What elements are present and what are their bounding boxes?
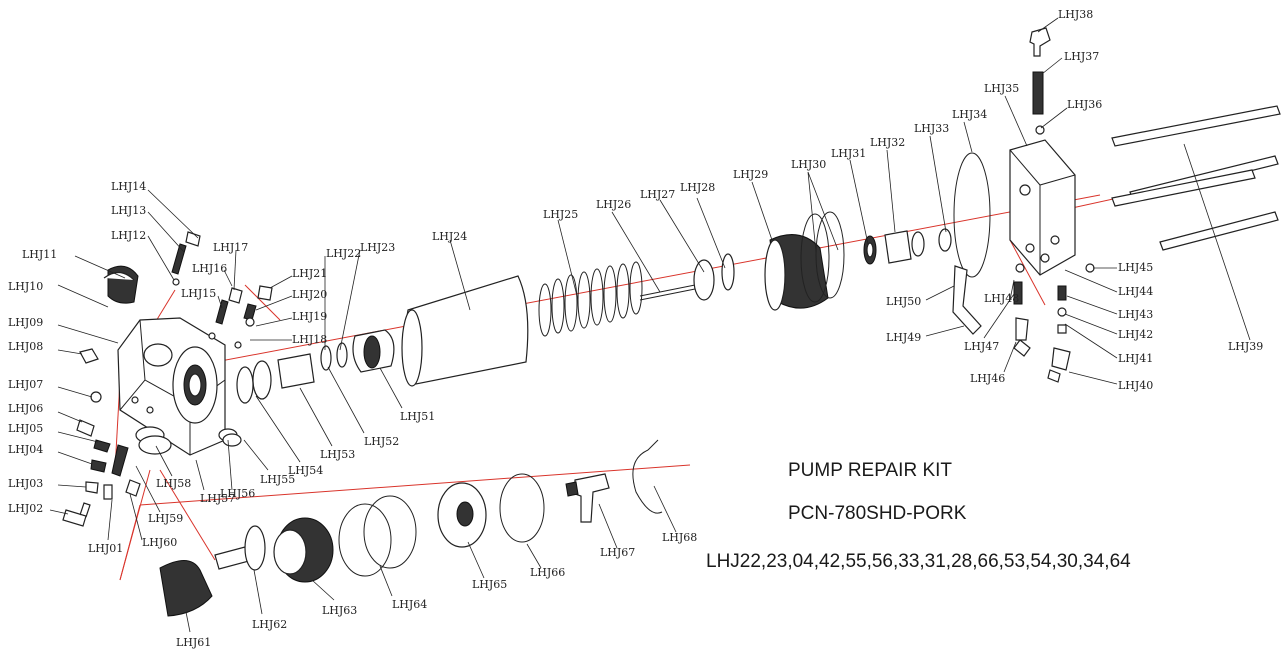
label-lhj48: LHJ48	[984, 292, 1019, 305]
label-lhj11: LHJ11	[22, 248, 57, 261]
label-lhj52: LHJ52	[364, 435, 399, 448]
label-lhj65: LHJ65	[472, 578, 507, 591]
label-lhj37: LHJ37	[1064, 50, 1099, 63]
label-lhj22: LHJ22	[326, 247, 361, 260]
label-lhj27: LHJ27	[640, 188, 675, 201]
kit-model-number: PCN-780SHD-PORK	[788, 503, 967, 524]
label-lhj46: LHJ46	[970, 372, 1005, 385]
lower-assembly	[159, 439, 663, 617]
label-lhj12: LHJ12	[111, 229, 146, 242]
label-lhj10: LHJ10	[8, 280, 43, 293]
label-lhj53: LHJ53	[320, 448, 355, 461]
label-lhj33: LHJ33	[914, 122, 949, 135]
label-lhj01: LHJ01	[88, 542, 123, 555]
label-lhj68: LHJ68	[662, 531, 697, 544]
label-lhj44: LHJ44	[1118, 285, 1153, 298]
label-lhj07: LHJ07	[8, 378, 43, 391]
pump-manifold-block	[117, 317, 226, 456]
assembly-axes	[114, 167, 1256, 581]
label-lhj55: LHJ55	[260, 473, 295, 486]
label-lhj39: LHJ39	[1228, 340, 1263, 353]
label-lhj49: LHJ49	[886, 331, 921, 344]
label-lhj66: LHJ66	[530, 566, 565, 579]
label-lhj40: LHJ40	[1118, 379, 1153, 392]
tie-rods	[1111, 105, 1281, 251]
label-lhj21: LHJ21	[292, 267, 327, 280]
label-lhj02: LHJ02	[8, 502, 43, 515]
left-fittings	[62, 231, 273, 527]
label-lhj57: LHJ57	[200, 492, 235, 505]
label-lhj50: LHJ50	[886, 295, 921, 308]
label-lhj06: LHJ06	[8, 402, 43, 415]
label-lhj35: LHJ35	[984, 82, 1019, 95]
label-lhj63: LHJ63	[322, 604, 357, 617]
label-lhj59: LHJ59	[148, 512, 183, 525]
label-lhj16: LHJ16	[192, 262, 227, 275]
label-lhj61: LHJ61	[176, 636, 211, 649]
label-lhj67: LHJ67	[600, 546, 635, 559]
leader-lines	[49, 17, 1251, 633]
label-lhj56: LHJ56	[220, 487, 255, 500]
label-lhj32: LHJ32	[870, 136, 905, 149]
label-lhj05: LHJ05	[8, 422, 43, 435]
label-lhj54: LHJ54	[288, 464, 323, 477]
label-lhj19: LHJ19	[292, 310, 327, 323]
label-lhj30: LHJ30	[791, 158, 826, 171]
cylinder-group	[236, 275, 529, 404]
label-lhj31: LHJ31	[831, 147, 866, 160]
label-lhj03: LHJ03	[8, 477, 43, 490]
label-lhj51: LHJ51	[400, 410, 435, 423]
label-lhj28: LHJ28	[680, 181, 715, 194]
label-lhj04: LHJ04	[8, 443, 43, 456]
label-lhj43: LHJ43	[1118, 308, 1153, 321]
label-lhj60: LHJ60	[142, 536, 177, 549]
pump-end-block	[952, 27, 1095, 383]
label-lhj24: LHJ24	[432, 230, 467, 243]
label-lhj29: LHJ29	[733, 168, 768, 181]
label-lhj09: LHJ09	[8, 316, 43, 329]
label-lhj62: LHJ62	[252, 618, 287, 631]
label-lhj20: LHJ20	[292, 288, 327, 301]
spring-and-rod	[538, 152, 991, 337]
label-lhj58: LHJ58	[156, 477, 191, 490]
label-lhj42: LHJ42	[1118, 328, 1153, 341]
label-lhj18: LHJ18	[292, 333, 327, 346]
label-lhj34: LHJ34	[952, 108, 987, 121]
label-lhj47: LHJ47	[964, 340, 999, 353]
label-lhj25: LHJ25	[543, 208, 578, 221]
label-lhj41: LHJ41	[1118, 352, 1153, 365]
label-lhj64: LHJ64	[392, 598, 427, 611]
label-lhj36: LHJ36	[1067, 98, 1102, 111]
label-lhj17: LHJ17	[213, 241, 248, 254]
label-lhj13: LHJ13	[111, 204, 146, 217]
label-lhj15: LHJ15	[181, 287, 216, 300]
label-lhj08: LHJ08	[8, 340, 43, 353]
kit-title: PUMP REPAIR KIT	[788, 460, 952, 481]
label-lhj38: LHJ38	[1058, 8, 1093, 21]
label-lhj23: LHJ23	[360, 241, 395, 254]
part-labels: LHJ01 LHJ02 LHJ03 LHJ04 LHJ05 LHJ06 LHJ0…	[8, 8, 1263, 649]
label-lhj26: LHJ26	[596, 198, 631, 211]
label-lhj14: LHJ14	[111, 180, 146, 193]
kit-parts-list: LHJ22,23,04,42,55,56,33,31,28,66,53,54,3…	[706, 551, 1131, 572]
label-lhj45: LHJ45	[1118, 261, 1153, 274]
